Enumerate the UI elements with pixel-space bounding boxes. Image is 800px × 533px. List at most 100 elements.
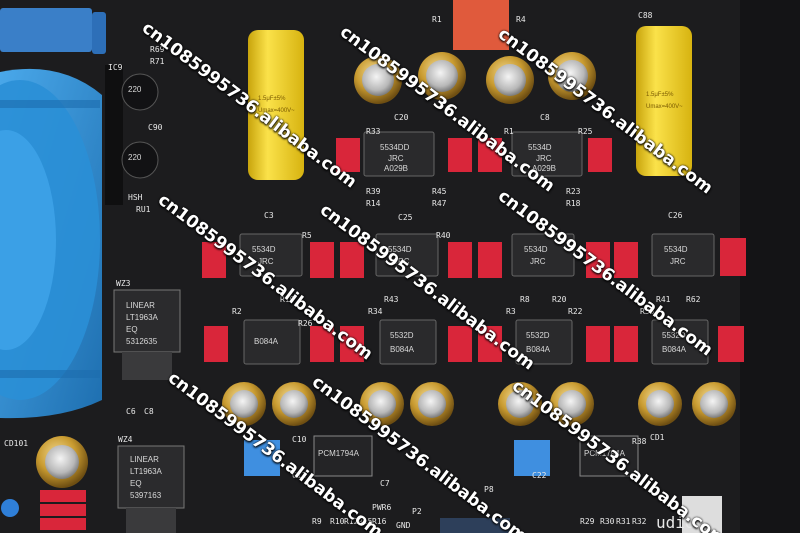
svg-text:JRC: JRC: [258, 257, 274, 266]
opamp-top-left: 5534DD JRC A029B: [363, 131, 435, 177]
svg-text:C90: C90: [148, 123, 163, 132]
svg-text:C26: C26: [668, 211, 683, 220]
svg-text:C8: C8: [144, 407, 154, 416]
silkscreen-labels: R69 R71 IC9 C90 HSH RU1 WZ3 WZ4 C6 C8 CD…: [4, 11, 701, 532]
svg-text:HSH: HSH: [128, 193, 143, 202]
svg-text:R23: R23: [566, 187, 581, 196]
svg-text:P2: P2: [412, 507, 422, 516]
svg-text:R32: R32: [632, 517, 647, 526]
svg-text:220: 220: [128, 85, 142, 94]
svg-text:R30: R30: [600, 517, 615, 526]
svg-text:RU1: RU1: [136, 205, 151, 214]
bottom-connector: [440, 518, 510, 533]
film-cap-left: 1.5μF±5% Umax=400V~: [248, 30, 304, 180]
svg-text:R4: R4: [516, 15, 526, 24]
svg-text:C22: C22: [532, 471, 547, 480]
svg-text:A029B: A029B: [532, 164, 556, 173]
svg-text:R47: R47: [432, 199, 447, 208]
svg-text:R1: R1: [504, 127, 514, 136]
svg-text:1.5μF±5%: 1.5μF±5%: [258, 96, 286, 102]
svg-text:CD1: CD1: [650, 433, 665, 442]
svg-text:R25: R25: [578, 127, 593, 136]
svg-text:C25: C25: [398, 213, 413, 222]
svg-text:R33: R33: [366, 127, 381, 136]
electrolytic-row-top: [354, 52, 596, 104]
svg-text:EQ: EQ: [126, 325, 138, 334]
svg-text:C7: C7: [380, 479, 390, 488]
toroidal-transformer: [0, 68, 102, 419]
svg-text:IC9: IC9: [108, 63, 123, 72]
dac-chip-right: PCM1794A: [579, 435, 639, 477]
svg-text:R10: R10: [330, 517, 345, 526]
svg-text:JRC: JRC: [530, 257, 546, 266]
svg-text:C8: C8: [540, 113, 550, 122]
svg-text:R69: R69: [150, 45, 165, 54]
electrolytic-cap-left-top: 220: [121, 73, 159, 111]
svg-text:C3: C3: [264, 211, 274, 220]
opamp-row-bottom: B084A 5532D B084A 5532D B084A 5532D B084…: [243, 319, 709, 365]
svg-text:R29: R29: [580, 517, 595, 526]
electrolytic-row-bottom: [36, 382, 736, 488]
opamp-top-right: 5534D JRC A029B: [511, 131, 583, 177]
svg-text:R35: R35: [640, 307, 655, 316]
dac-chip-left: PCM1794A: [313, 435, 373, 477]
svg-text:JRC: JRC: [388, 154, 404, 163]
svg-text:LINEAR: LINEAR: [126, 301, 155, 310]
svg-text:R14: R14: [366, 199, 381, 208]
svg-text:P8: P8: [484, 485, 494, 494]
svg-text:R41: R41: [656, 295, 671, 304]
top-left-blue-cap: [0, 8, 92, 52]
svg-text:C10: C10: [292, 435, 307, 444]
svg-text:5312635: 5312635: [126, 337, 158, 346]
svg-text:R34: R34: [368, 307, 383, 316]
svg-text:5534D: 5534D: [664, 245, 688, 254]
svg-text:GND: GND: [396, 521, 411, 530]
blue-led: [1, 499, 19, 517]
svg-text:WZ3: WZ3: [116, 279, 131, 288]
svg-text:C6: C6: [126, 407, 136, 416]
svg-text:R9: R9: [312, 517, 322, 526]
svg-text:WZ4: WZ4: [118, 435, 133, 444]
svg-text:R20: R20: [552, 295, 567, 304]
opamp-row-middle: 5534D JRC 5534D JRC 5534D JRC 5534D JRC: [239, 233, 715, 277]
svg-text:C88: C88: [638, 11, 653, 20]
svg-text:220: 220: [128, 153, 142, 162]
svg-text:Umax=400V~: Umax=400V~: [646, 104, 683, 110]
blue-cap-right: [514, 440, 550, 476]
svg-text:CD101: CD101: [4, 439, 28, 448]
svg-text:R40: R40: [436, 231, 451, 240]
svg-text:R22: R22: [568, 307, 583, 316]
svg-text:R12: R12: [344, 517, 359, 526]
svg-text:B084A: B084A: [390, 345, 415, 354]
svg-text:PWR6: PWR6: [372, 503, 391, 512]
svg-text:R5: R5: [302, 231, 312, 240]
svg-text:LT1963A: LT1963A: [130, 467, 163, 476]
svg-text:LT1963A: LT1963A: [126, 313, 159, 322]
svg-text:R31: R31: [616, 517, 631, 526]
svg-text:R1: R1: [432, 15, 442, 24]
top-left-small-blue-cap: [92, 12, 106, 54]
svg-text:5532D: 5532D: [526, 331, 550, 340]
svg-text:5397163: 5397163: [130, 491, 162, 500]
svg-text:5534D: 5534D: [252, 245, 276, 254]
svg-text:R8: R8: [520, 295, 530, 304]
svg-text:5534DD: 5534DD: [380, 143, 410, 152]
red-resistors-middle: [202, 238, 746, 278]
svg-text:Umax=400V~: Umax=400V~: [258, 108, 295, 114]
regulator-wz3: LINEAR LT1963A EQ 5312635: [113, 289, 181, 380]
svg-text:JRC: JRC: [394, 257, 410, 266]
red-resistors-bottom-left: [40, 490, 86, 530]
svg-text:5534D: 5534D: [524, 245, 548, 254]
regulator-wz4: LINEAR LT1963A EQ 5397163: [117, 445, 185, 533]
svg-text:udio: udio: [656, 513, 695, 532]
svg-text:C11: C11: [292, 471, 307, 480]
svg-text:R19: R19: [280, 295, 295, 304]
svg-text:EQ: EQ: [130, 479, 142, 488]
svg-text:5534D: 5534D: [528, 143, 552, 152]
svg-text:5534D: 5534D: [388, 245, 412, 254]
svg-text:R26: R26: [298, 319, 313, 328]
svg-text:PCM1794A: PCM1794A: [584, 449, 626, 458]
edge-connector: [682, 496, 722, 533]
